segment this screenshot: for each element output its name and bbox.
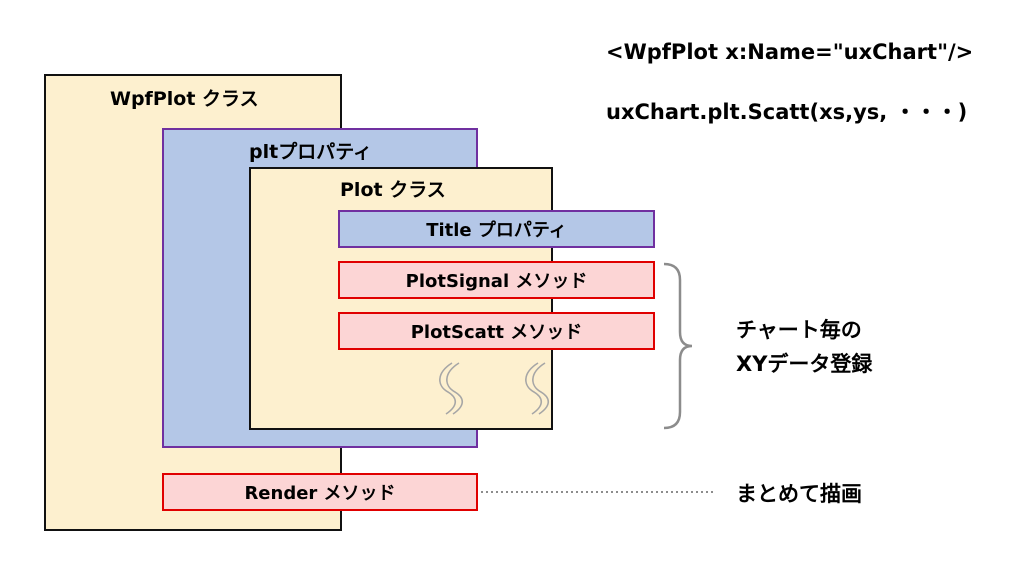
note-render: まとめて描画 [736,482,862,506]
render-method-label: Render メソッド [244,483,396,504]
note-xy-data: チャート毎の XYデータ登録 [736,313,872,381]
code-line-scatt-call: uxChart.plt.Scatt(xs,ys, ・・・) [606,100,968,124]
render-method-box: Render メソッド [162,473,478,511]
note-xy-line2: XYデータ登録 [736,352,873,376]
plotsignal-method-box: PlotSignal メソッド [338,261,655,299]
plot-class-label: Plot クラス [340,179,446,201]
ellipsis-wave-left [439,362,464,415]
code-line-xaml: <WpfPlot x:Name="uxChart"/> [606,40,974,64]
curly-brace [663,262,693,430]
wpfplot-class-label: WpfPlot クラス [110,88,259,110]
plotscatt-method-label: PlotScatt メソッド [410,322,583,343]
title-property-box: Title プロパティ [338,210,655,248]
plt-property-label: pltプロパティ [249,141,373,163]
title-property-label: Title プロパティ [426,220,567,241]
note-xy-line1: チャート毎の [736,318,862,342]
plotsignal-method-label: PlotSignal メソッド [405,271,588,292]
ellipsis-wave-right [525,362,550,415]
plotscatt-method-box: PlotScatt メソッド [338,312,655,350]
